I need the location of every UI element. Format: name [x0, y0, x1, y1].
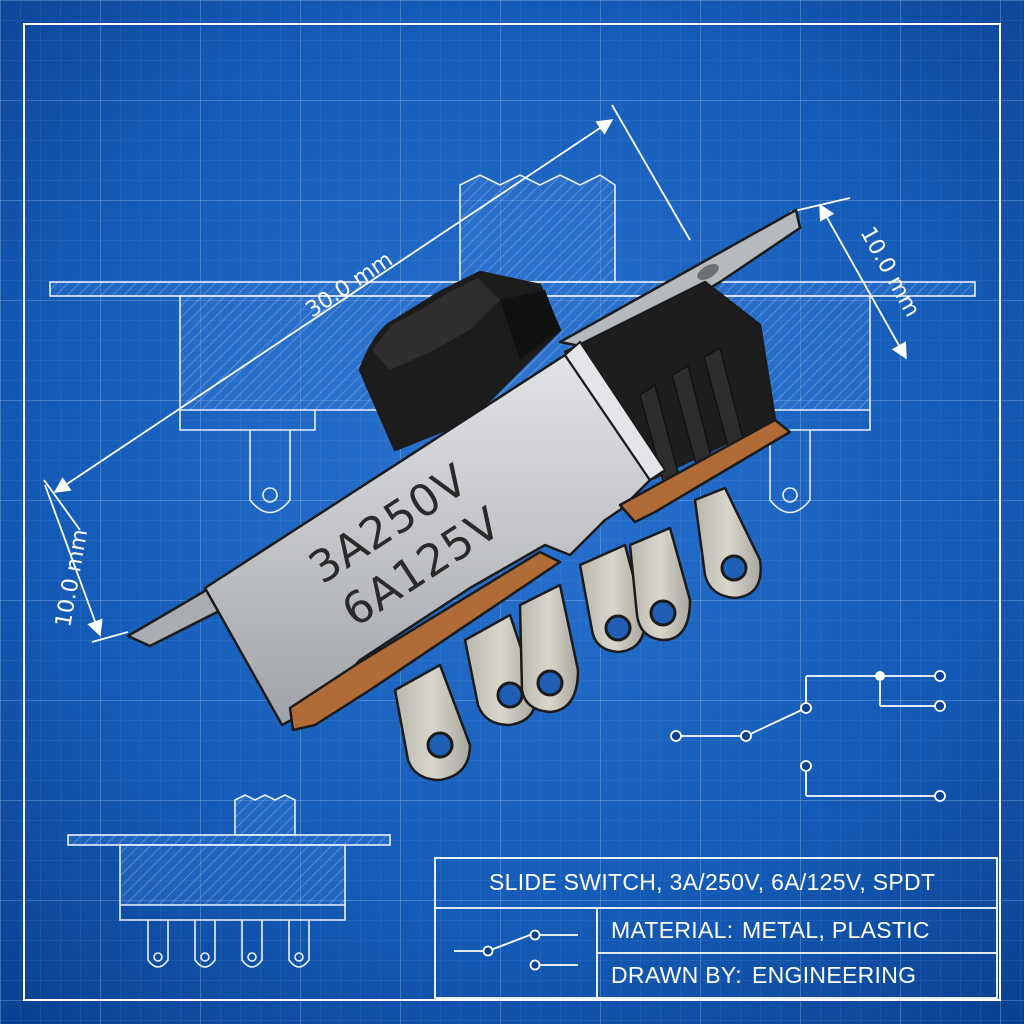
pin-4 — [578, 543, 647, 654]
drawn-by-label: DRAWN BY: — [611, 962, 742, 988]
pin-5 — [628, 526, 692, 642]
title-block-switch-symbol — [454, 929, 578, 971]
drawn-by-value: ENGINEERING — [752, 962, 916, 988]
spdt-schematic — [670, 670, 946, 802]
slide-switch: 3A250V 6A125V — [126, 208, 802, 782]
pin-2 — [463, 613, 537, 727]
side-view-small — [67, 794, 391, 968]
pin-3 — [518, 583, 580, 714]
title-block: SLIDE SWITCH, 3A/250V, 6A/125V, SPDT MAT… — [434, 857, 998, 999]
base-right — [618, 418, 792, 524]
material-value: METAL, PLASTIC — [742, 917, 930, 943]
pin-6 — [693, 486, 762, 600]
material-label: MATERIAL: — [611, 917, 733, 943]
base-left — [288, 550, 562, 732]
title-block-title: SLIDE SWITCH, 3A/250V, 6A/125V, SPDT — [489, 869, 935, 895]
drawing-border — [23, 23, 1001, 1001]
pin-1 — [393, 663, 472, 782]
